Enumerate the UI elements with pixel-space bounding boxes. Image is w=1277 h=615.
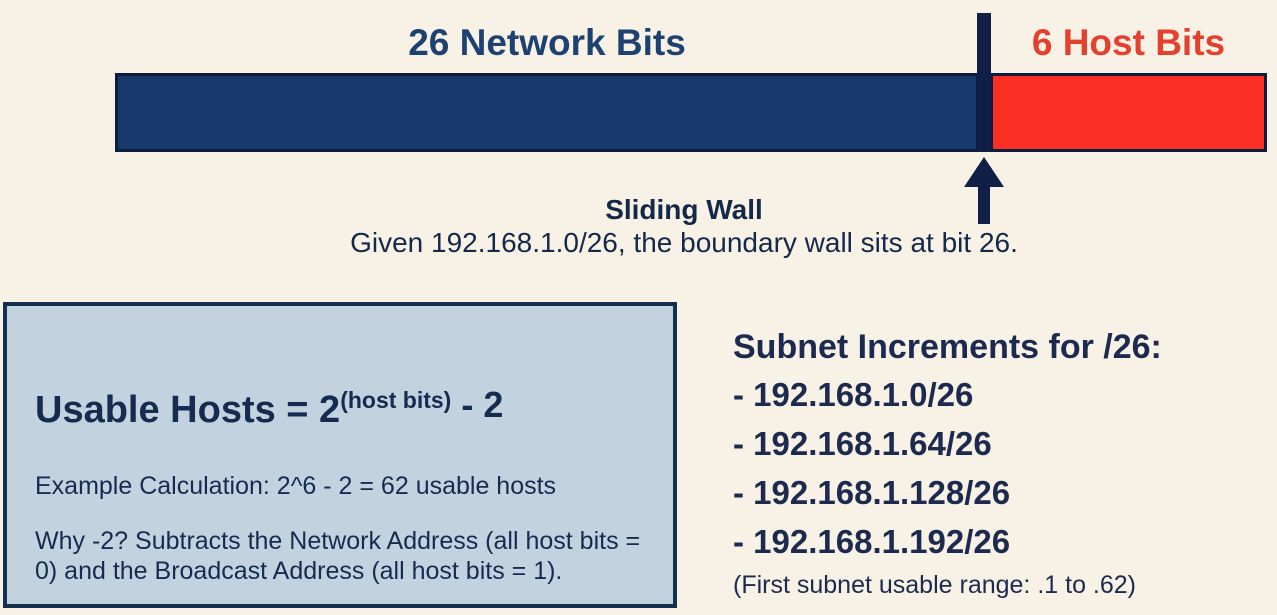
subnet-increments-section: Subnet Increments for /26: - 192.168.1.0… [733, 324, 1273, 600]
formula-superscript: (host bits) [340, 387, 452, 413]
subnet-increment-item: - 192.168.1.64/26 [733, 425, 992, 462]
network-bits-bar-segment [115, 73, 979, 152]
formula-base: Usable Hosts = 2 [35, 389, 341, 431]
sliding-wall-divider [977, 13, 991, 152]
usable-hosts-formula: Usable Hosts = 2(host bits) - 2 [35, 384, 503, 432]
sliding-wall-title: Sliding Wall [605, 194, 763, 225]
why-minus-two-text: Why -2? Subtracts the Network Address (a… [35, 527, 641, 585]
network-bits-label: 26 Network Bits [408, 22, 686, 63]
usable-hosts-box: Usable Hosts = 2(host bits) - 2 Example … [3, 302, 677, 608]
host-bits-label: 6 Host Bits [1031, 22, 1226, 63]
subnet-increment-item: - 192.168.1.192/26 [733, 523, 1011, 560]
subnet-increments-title: Subnet Increments for /26: [733, 328, 1162, 366]
subnet-range-footnote: (First subnet usable range: .1 to .62) [733, 571, 1136, 599]
host-bits-bar-segment [990, 73, 1267, 152]
formula-tail: - 2 [451, 384, 504, 425]
sliding-wall-caption: Given 192.168.1.0/26, the boundary wall … [350, 227, 1018, 258]
subnet-increment-item: - 192.168.1.128/26 [733, 474, 1011, 511]
up-arrow-icon [964, 157, 1004, 224]
example-calculation-text: Example Calculation: 2^6 - 2 = 62 usable… [35, 472, 557, 500]
subnet-increment-item: - 192.168.1.0/26 [733, 376, 974, 413]
